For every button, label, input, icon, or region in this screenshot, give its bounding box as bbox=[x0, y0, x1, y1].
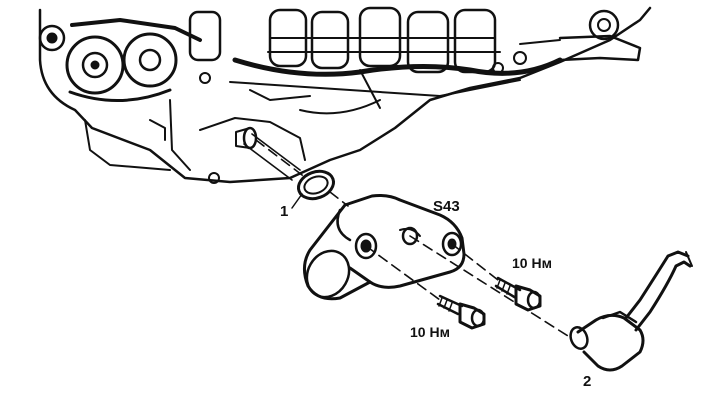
lower-bolt-part bbox=[436, 294, 486, 330]
torque-upper-label: 10 Нм bbox=[512, 255, 552, 271]
assembly-lines bbox=[243, 133, 569, 337]
seal-ring-part bbox=[297, 169, 335, 201]
callout-1-leader bbox=[291, 193, 303, 209]
part-code-label: S43 bbox=[433, 198, 460, 215]
upper-bolt-part bbox=[494, 276, 542, 312]
torque-lower-label: 10 Нм bbox=[410, 324, 450, 340]
engine-block-illustration bbox=[38, 6, 652, 184]
callout-1-label: 1 bbox=[280, 203, 289, 220]
callout-2-label: 2 bbox=[583, 373, 592, 390]
sensor-housing-part bbox=[303, 194, 466, 301]
sensor-part bbox=[569, 250, 693, 372]
